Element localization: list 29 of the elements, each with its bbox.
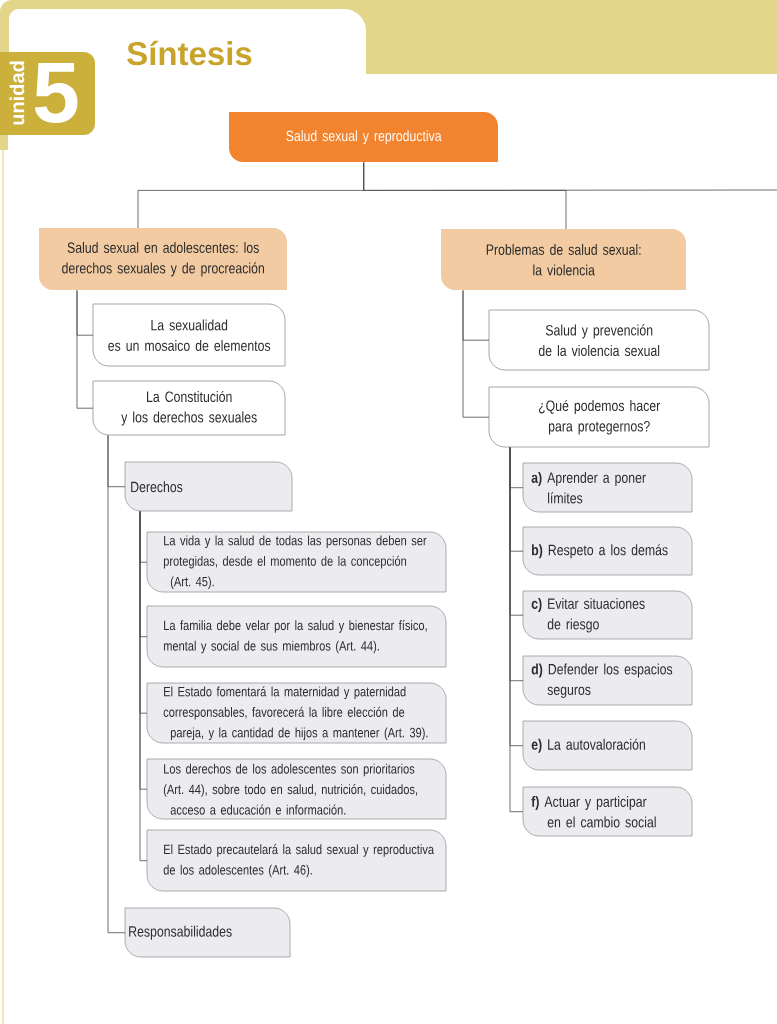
option-box: c) Evitar situaciones de riesgo (522, 590, 693, 640)
option-box: e) La autovaloración (522, 720, 693, 771)
unit-label: unidad (9, 61, 25, 125)
item-box: Responsabilidades (124, 907, 291, 958)
article-box: El Estado fomentará la maternidad y paternidad corresponsables, favorecerá la libre elección de pareja, y la cantidad de hijos a mantener (Art. 39). (146, 682, 447, 744)
option-box: b) Respeto a los demás (522, 526, 693, 576)
article-box: La vida y la salud de todas las personas deben ser protegidas, desde el momento de la concepción (Art. 45). (146, 531, 447, 593)
option-box: d) Defender los espacios seguros (522, 655, 693, 706)
article-box: La familia debe velar por la salud y bienestar físico, mental y social de sus miembros (Art. 44). (146, 605, 447, 668)
connector-line (509, 447, 524, 813)
subtopic-box: La sexualidad es un mosaico de elementos (92, 303, 286, 367)
connector-line (107, 435, 126, 934)
category-box: Salud sexual en adolescentes: los derechos sexuales y de procreación (39, 228, 287, 290)
unit-number: 5 (34, 63, 78, 123)
option-box: a) Aprender a poner límites (522, 462, 693, 513)
article-box: El Estado precautelará la salud sexual y reproductiva de los adolescentes (Art. 46). (146, 829, 447, 892)
subtopic-box: ¿Qué podemos hacer para protegernos? (488, 386, 710, 448)
connector-line (139, 511, 148, 862)
subtopic-box: La Constitución y los derechos sexuales (92, 380, 286, 436)
title: Síntesis (127, 40, 252, 66)
topic-box: Salud sexual y reproductiva (229, 112, 498, 162)
category-box: Problemas de salud sexual: la violencia (441, 229, 686, 290)
subtopic-box: Salud y prevención de la violencia sexual (488, 309, 710, 371)
connector-line (76, 290, 94, 409)
connector-line (462, 290, 490, 418)
item-box: Derechos (124, 461, 293, 512)
article-box: Los derechos de los adolescentes son prioritarios (Art. 44), sobre todo en salud, nutrición, cuidados, acceso a educación e información. (146, 758, 447, 820)
option-box: f) Actuar y participar en el cambio social (522, 786, 693, 837)
connector-line (363, 162, 777, 191)
